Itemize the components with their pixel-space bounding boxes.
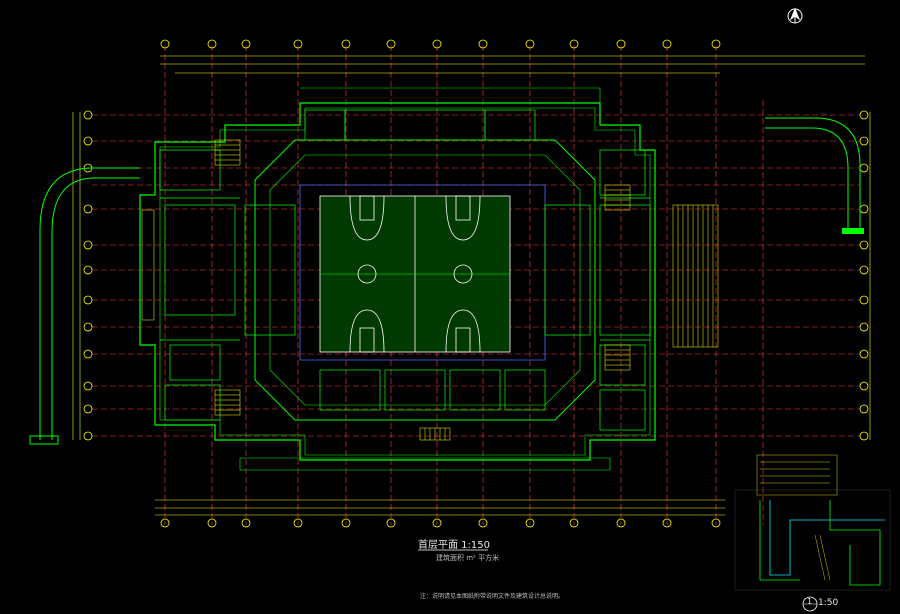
drawing-subtitle: 建筑面积 m² 平方米	[436, 554, 500, 562]
drawing-title: 首层平面 1:150	[418, 540, 490, 551]
interior-partitions	[159, 109, 651, 431]
axis-bubbles	[83, 39, 869, 528]
detail-scale: 1:50	[818, 598, 839, 608]
ramps	[29, 117, 864, 445]
dimension-lines	[72, 55, 871, 516]
drawing-note: 注：说明请见本图纸附带说明文件及建筑设计总说明。	[420, 593, 565, 600]
wall-section-detail	[734, 489, 891, 612]
notes-box	[756, 454, 838, 496]
axis-grid	[92, 45, 860, 525]
stairs	[214, 139, 631, 441]
north-arrow-icon	[787, 7, 803, 24]
tribune-steps	[141, 204, 719, 348]
basketball-court	[319, 195, 511, 353]
detail-number: 1	[807, 597, 813, 606]
